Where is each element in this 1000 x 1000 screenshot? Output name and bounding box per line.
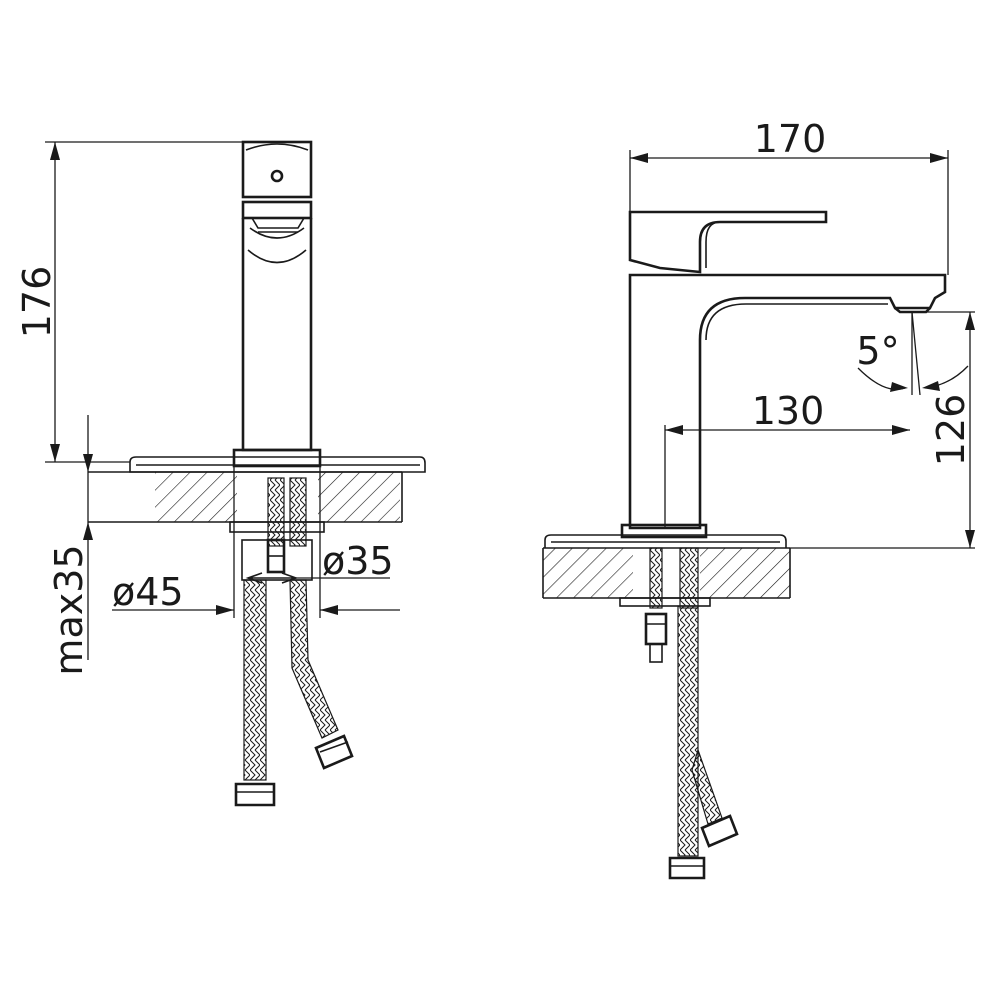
dimension-angle: 5° [856,329,899,373]
dimension-hole-diameter: ø45 [112,570,184,614]
front-tap-body [232,140,322,468]
dimension-reach: 130 [752,389,825,433]
front-view: 176 max35 ø45 ø35 [15,140,426,807]
side-fittings [619,547,739,880]
front-dimensions: 176 max35 ø45 ø35 [15,141,400,676]
front-fittings [229,477,354,807]
front-basin-rim [129,456,426,473]
front-worktop [88,471,403,523]
side-dimensions: 170 130 126 5° [629,117,975,549]
dimension-max-thickness: max35 [47,544,91,675]
dimension-base-diameter: ø35 [322,539,394,583]
side-view: 170 130 126 5° [542,117,975,880]
side-worktop [542,534,791,599]
dimension-length: 170 [754,117,827,161]
side-tap-body [620,210,947,539]
dimension-spout-height: 126 [929,394,973,467]
dimension-height: 176 [15,266,59,339]
